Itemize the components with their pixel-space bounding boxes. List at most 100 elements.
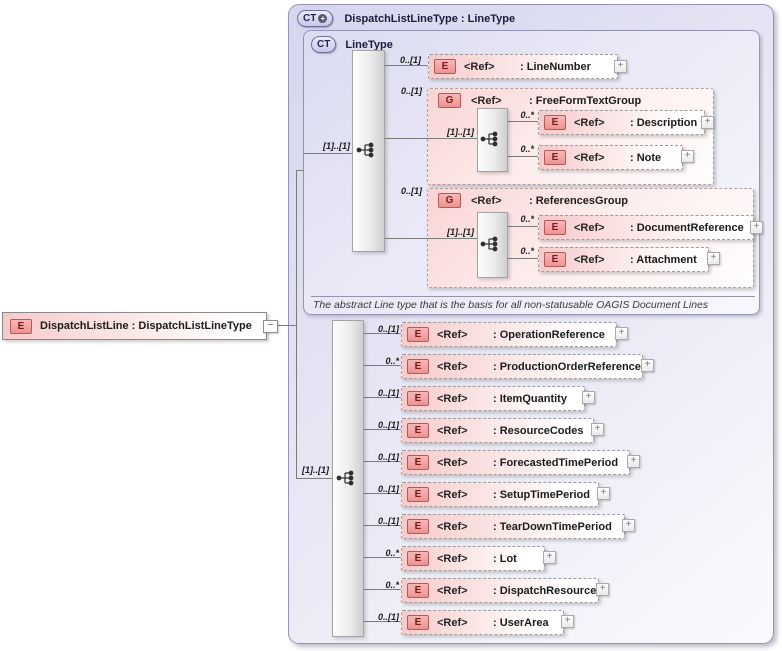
expand-plus-button[interactable]: + [543, 551, 556, 564]
element-name: : Description [630, 116, 698, 129]
element-badge: E [544, 220, 566, 235]
element-name: : OperationReference [493, 328, 605, 341]
element-forecastedtimeperiod[interactable]: E <Ref> : ForecastedTimePeriod [401, 450, 630, 475]
ref-label: <Ref> [471, 194, 502, 207]
derived-plus-icon: + [318, 14, 328, 23]
ref-label: <Ref> [437, 552, 468, 565]
element-name: : Attachment [630, 253, 697, 266]
element-note[interactable]: E <Ref> : Note [538, 145, 683, 170]
element-badge: E [544, 150, 566, 165]
cardinality-label: [1]..[1] [302, 465, 329, 475]
element-badge: E [544, 115, 566, 130]
element-operationreference[interactable]: E <Ref> : OperationReference [401, 322, 617, 347]
group-badge: G [438, 93, 461, 108]
sequence-icon[interactable] [480, 236, 502, 252]
ref-label: <Ref> [437, 392, 468, 405]
element-name: : DocumentReference [630, 221, 744, 234]
element-lot[interactable]: E <Ref> : Lot [401, 546, 545, 571]
group-name: : FreeFormTextGroup [529, 94, 642, 107]
root-element-label: DispatchListLine : DispatchListLineType [40, 320, 252, 332]
expand-plus-button[interactable]: + [707, 252, 720, 265]
element-dispatchlistline[interactable]: E DispatchListLine : DispatchListLineTyp… [2, 312, 267, 340]
expand-plus-button[interactable]: + [591, 423, 604, 436]
element-description[interactable]: E <Ref> : Description [538, 110, 705, 135]
cardinality-label: 0..* [385, 356, 399, 366]
element-dispatchresource[interactable]: E <Ref> : DispatchResource [401, 578, 599, 603]
element-badge: E [10, 318, 32, 334]
group-badge: G [438, 193, 461, 208]
element-teardowntimeperiod[interactable]: E <Ref> : TearDownTimePeriod [401, 514, 625, 539]
element-badge: E [407, 519, 429, 534]
cardinality-label: 0..[1] [377, 516, 399, 526]
element-badge: E [407, 487, 429, 502]
element-userarea[interactable]: E <Ref> : UserArea [401, 610, 564, 635]
expand-plus-button[interactable]: + [597, 487, 610, 500]
ref-label: <Ref> [437, 584, 468, 597]
element-badge: E [434, 59, 456, 74]
element-itemquantity[interactable]: E <Ref> : ItemQuantity [401, 386, 585, 411]
sequence-icon[interactable] [336, 470, 358, 486]
element-badge: E [407, 615, 429, 630]
element-badge: E [407, 423, 429, 438]
cardinality-label: 0..* [520, 214, 534, 224]
expand-plus-button[interactable]: + [750, 221, 763, 234]
ref-label: <Ref> [437, 424, 468, 437]
ref-label: <Ref> [437, 616, 468, 629]
cardinality-label: 0..[1] [377, 388, 399, 398]
expand-plus-button[interactable]: + [615, 327, 628, 340]
expand-plus-button[interactable]: + [681, 150, 694, 163]
ref-label: <Ref> [574, 221, 605, 234]
cardinality-label: 0..* [520, 110, 534, 120]
element-documentreference[interactable]: E <Ref> : DocumentReference [538, 215, 754, 240]
ref-label: <Ref> [437, 456, 468, 469]
element-resourcecodes[interactable]: E <Ref> : ResourceCodes [401, 418, 594, 443]
cardinality-label: 0..* [520, 144, 534, 154]
sequence-icon[interactable] [356, 142, 378, 158]
cardinality-label: 0..[1] [377, 612, 399, 622]
expand-plus-button[interactable]: + [614, 60, 627, 73]
expand-plus-button[interactable]: + [582, 391, 595, 404]
expand-plus-button[interactable]: + [701, 116, 714, 129]
complextype-badge: CT+ [297, 10, 334, 27]
element-setuptimeperiod[interactable]: E <Ref> : SetupTimePeriod [401, 482, 599, 507]
collapse-toggle[interactable]: − [263, 320, 278, 333]
ct-badge-label: CT [317, 39, 331, 50]
expand-plus-button[interactable]: + [641, 359, 654, 372]
element-badge: E [407, 359, 429, 374]
element-productionorderreference[interactable]: E <Ref> : ProductionOrderReference [401, 354, 643, 379]
cardinality-label: 0..[1] [377, 324, 399, 334]
cardinality-label: 0..[1] [377, 420, 399, 430]
element-badge: E [407, 327, 429, 342]
sequence-icon[interactable] [480, 131, 502, 147]
element-name: : LineNumber [520, 60, 591, 73]
element-linenumber[interactable]: E <Ref> : LineNumber [428, 54, 618, 79]
element-badge: E [407, 391, 429, 406]
complextype-header: CT+ DispatchListLineType : LineType [289, 5, 773, 27]
cardinality-label: [1]..[1] [323, 141, 350, 151]
element-name: : TearDownTimePeriod [493, 520, 612, 533]
ct-badge-label: CT [303, 13, 317, 24]
expand-plus-button[interactable]: + [622, 519, 635, 532]
ref-label: <Ref> [437, 328, 468, 341]
ref-label: <Ref> [464, 60, 495, 73]
sequence-compositor-bar [477, 108, 508, 172]
cardinality-label: 0..* [385, 548, 399, 558]
element-name: : UserArea [493, 616, 549, 629]
element-attachment[interactable]: E <Ref> : Attachment [538, 247, 709, 272]
basetype-badge: CT [311, 36, 337, 53]
expand-plus-button[interactable]: + [596, 583, 609, 596]
expand-plus-button[interactable]: + [627, 455, 640, 468]
ref-label: <Ref> [574, 151, 605, 164]
element-badge: E [407, 551, 429, 566]
element-name: : ForecastedTimePeriod [493, 456, 619, 469]
element-name: : ProductionOrderReference [493, 360, 641, 373]
ref-label: <Ref> [437, 360, 468, 373]
element-name: : ItemQuantity [493, 392, 567, 405]
cardinality-label: 0..* [385, 580, 399, 590]
cardinality-label: 0..[1] [399, 55, 421, 65]
expand-plus-button[interactable]: + [561, 615, 574, 628]
ref-label: <Ref> [437, 520, 468, 533]
cardinality-label: [1]..[1] [447, 127, 474, 137]
cardinality-label: [1]..[1] [447, 227, 474, 237]
cardinality-label: 0..[1] [377, 452, 399, 462]
